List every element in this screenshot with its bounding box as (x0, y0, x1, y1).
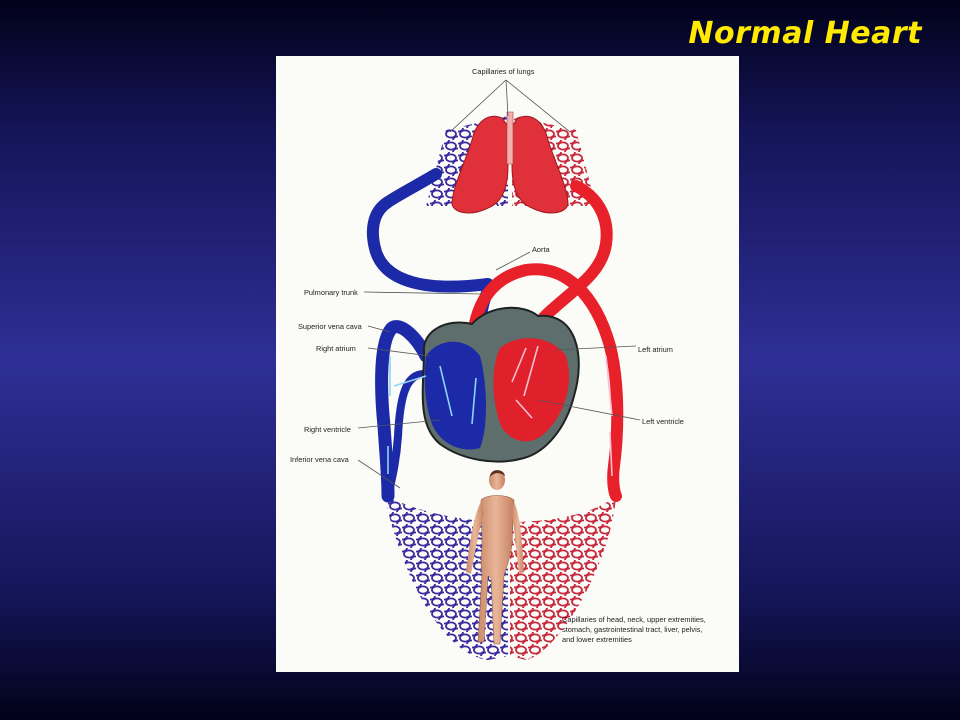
label-capillaries-lungs: Capillaries of lungs (472, 67, 535, 76)
leader-superior-vena-cava (367, 325, 391, 333)
label-capillaries-body-line3: and lower extremities (562, 635, 632, 644)
label-pulmonary-trunk: Pulmonary trunk (304, 288, 358, 297)
flow-arrows-red (511, 345, 613, 477)
leader-right-atrium (367, 347, 431, 357)
label-right-atrium: Right atrium (316, 344, 356, 353)
leader-left-ventricle (537, 399, 641, 421)
human-figure (466, 470, 524, 645)
right-lung (511, 115, 569, 214)
label-capillaries-body-line2: stomach, gastrointestinal tract, liver, … (562, 625, 702, 634)
label-left-ventricle: Left ventricle (642, 417, 684, 426)
trachea (506, 111, 514, 165)
label-left-atrium: Left atrium (638, 345, 673, 354)
label-aorta: Aorta (532, 245, 551, 254)
leader-capillaries-lungs (449, 79, 571, 133)
circulation-diagram: Capillaries of lungs Aorta Pulmonary tru… (276, 56, 739, 672)
leader-left-atrium (553, 345, 637, 351)
superior-vena-cava (375, 320, 433, 503)
flow-arrows-blue (387, 356, 477, 474)
leader-right-ventricle (357, 419, 441, 429)
label-inferior-vena-cava: Inferior vena cava (290, 455, 350, 464)
label-superior-vena-cava: Superior vena cava (298, 322, 363, 331)
label-capillaries-body-line1: Capillaries of head, neck, upper extremi… (562, 615, 706, 624)
label-right-ventricle: Right ventricle (304, 425, 351, 434)
leader-inferior-vena-cava (357, 459, 401, 489)
leader-pulmonary-trunk (363, 291, 483, 295)
left-heart-chambers (493, 338, 570, 442)
slide-title: Normal Heart (688, 16, 922, 51)
pulmonary-artery-to-lungs (366, 168, 494, 293)
leader-aorta (495, 251, 531, 271)
circulation-svg: Capillaries of lungs Aorta Pulmonary tru… (290, 67, 706, 660)
inferior-vena-cava (384, 370, 425, 497)
body-capillaries-red (510, 496, 616, 660)
left-lung (451, 115, 509, 214)
aortic-arch (466, 263, 624, 502)
